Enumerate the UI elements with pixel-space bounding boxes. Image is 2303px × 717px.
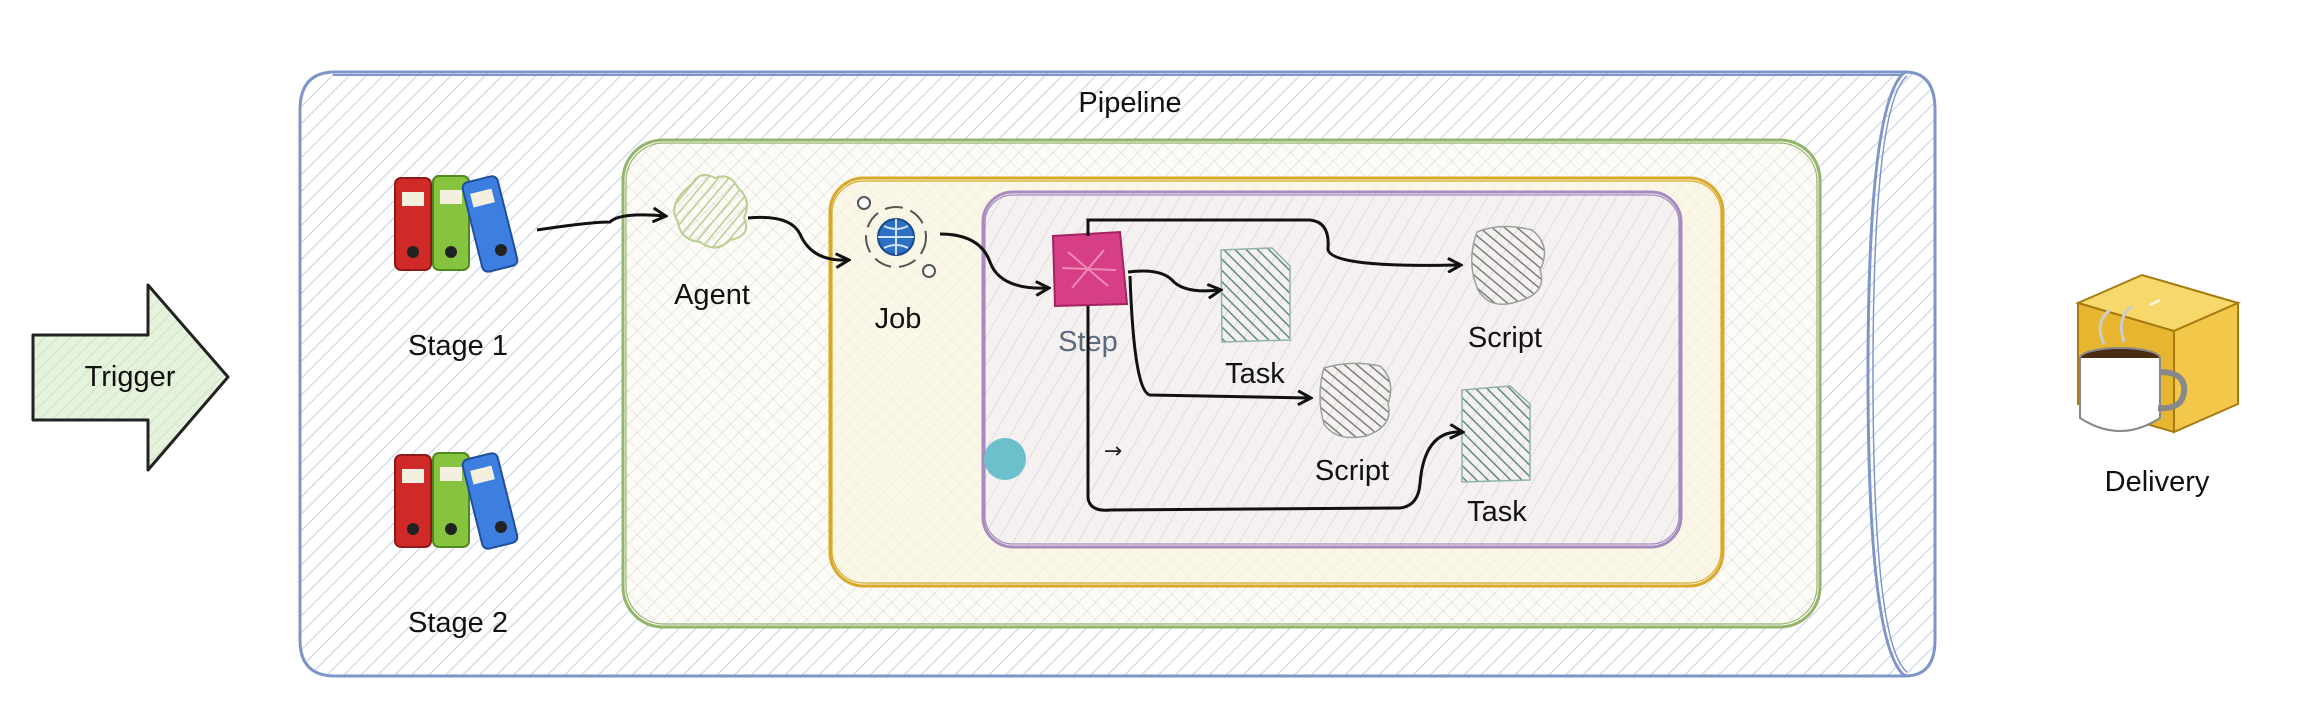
connectors	[536, 215, 1462, 512]
connector-stage1-agent	[536, 215, 665, 232]
script2-icon[interactable]	[1319, 362, 1392, 439]
job-icon[interactable]	[857, 196, 936, 278]
agent-icon[interactable]	[673, 174, 748, 249]
delivery-label: Delivery	[2105, 466, 2210, 498]
pipeline-label: Pipeline	[1078, 87, 1181, 119]
step-icon[interactable]	[1051, 230, 1129, 308]
connector-step-task1	[1127, 269, 1220, 291]
trigger-label: Trigger	[85, 361, 176, 393]
stage1-binders-icon	[394, 175, 519, 273]
status-dot	[984, 438, 1026, 480]
stage1-label: Stage 1	[408, 330, 508, 362]
agent-label: Agent	[674, 279, 750, 311]
script2-label: Script	[1315, 455, 1389, 487]
task2-icon[interactable]	[1461, 385, 1531, 483]
task1-icon[interactable]	[1220, 247, 1291, 343]
connector-job-step	[939, 232, 1048, 288]
task2-label: Task	[1467, 496, 1527, 528]
script1-label: Script	[1468, 322, 1542, 354]
connector-step-task2	[1086, 306, 1462, 512]
delivery-coffee-box-icon[interactable]	[2075, 273, 2241, 434]
stage2-binders-icon	[394, 452, 519, 550]
script1-icon[interactable]	[1471, 225, 1546, 305]
connector-step-script1	[1086, 218, 1460, 265]
job-label: Job	[875, 303, 922, 335]
trigger-arrow[interactable]: Trigger	[31, 283, 230, 472]
task1-label: Task	[1225, 358, 1285, 390]
stage2-label: Stage 2	[408, 607, 508, 639]
connector-step-script2	[1128, 275, 1310, 398]
connector-agent-job	[747, 215, 848, 260]
small-arrow-glyph: →	[1104, 439, 1122, 464]
